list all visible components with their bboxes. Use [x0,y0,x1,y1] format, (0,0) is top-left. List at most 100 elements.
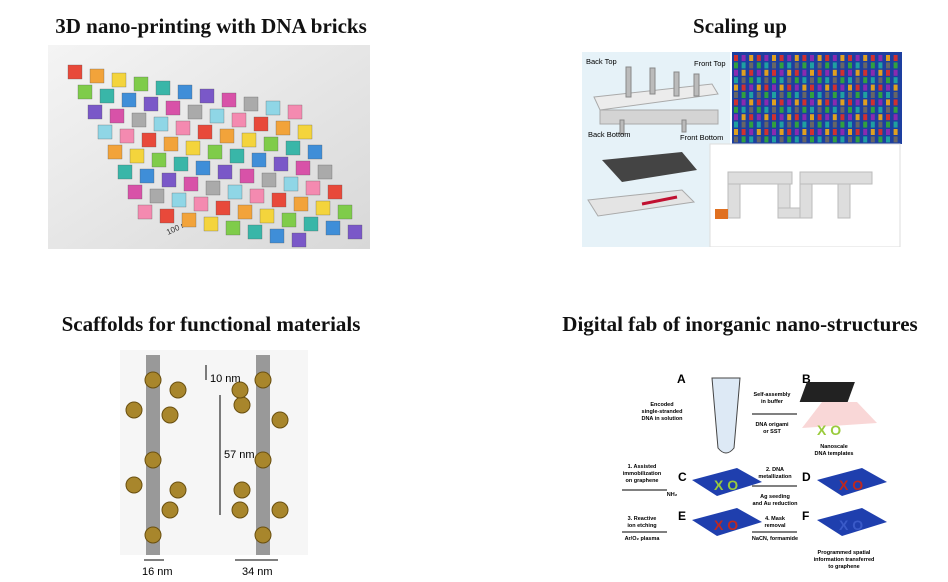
helix-segment [772,114,776,121]
helix-segment [840,129,845,135]
helix-segment [825,77,830,84]
graphene-substrate [692,508,762,536]
helix-segment [878,114,883,121]
label-back-top: Back Top [586,57,617,66]
helix-segment [855,106,860,113]
helix-segment [794,114,799,121]
dna-brick-shape [295,160,311,176]
helix-segment [764,99,769,106]
gold-nanoparticle [231,501,249,519]
helix-segment [741,55,746,61]
helix-segment [848,84,852,91]
label-E: E [678,509,686,523]
helix-segment [855,84,860,91]
text-step3: 3. Reactive [628,516,657,522]
helix-segment [764,77,769,84]
dna-brick-shape [251,152,267,168]
helix-segment [741,99,746,106]
gold-nanoparticle [144,451,162,469]
gold-nanoparticle [169,381,187,399]
dna-brick-shape [317,164,333,180]
helix-segment [848,62,852,69]
helix-segment [794,69,799,76]
dna-brick-shape [89,68,105,84]
helix-segment [787,55,792,61]
helix-segment [848,55,852,61]
helix-segment [756,106,761,113]
dna-brick-shape [263,136,279,152]
gold-nanoparticle [161,501,179,519]
helix-segment [878,84,883,91]
dna-brick-shape [141,132,157,148]
helix-segment [848,69,852,76]
helix-segment [749,55,754,61]
helix-segment [832,99,837,106]
dna-brick-shape [109,108,125,124]
text-step3b: Ar/O₂ plasma [625,536,661,542]
helix-segment [878,136,883,143]
dna-brick-shape [221,92,237,108]
helix-segment [749,114,754,121]
dna-brick-shape [111,72,127,88]
helix-segment [734,106,738,113]
helix-segment [802,136,807,143]
helix-segment [741,92,746,98]
helix-segment [734,129,738,135]
helix-segment [817,106,822,113]
helix-segment [848,136,852,143]
dna-brick-shape [197,124,213,140]
helix-segment [741,129,746,135]
helix-segment [749,84,754,91]
gold-nanoparticle [125,401,143,419]
helix-segment [832,84,837,91]
helix-segment [855,62,860,69]
helix-segment [832,121,837,128]
helix-segment [756,136,761,143]
dna-brick-shape [119,128,135,144]
text-programmed: to graphene [828,564,859,570]
helix-segment [787,114,792,121]
panel-title-dna-bricks: 3D nano-printing with DNA bricks [55,14,367,38]
helix-segment [749,77,754,84]
helix-segment [764,129,769,135]
dna-brick-shape [347,224,363,240]
helix-segment [886,55,890,61]
dna-brick-shape [225,220,241,236]
helix-segment [802,84,807,91]
helix-segment [870,77,875,84]
helix-segment [802,106,807,113]
dna-brick-shape [127,184,143,200]
svg-text:X O: X O [839,477,863,493]
dna-brick-shape [239,168,255,184]
helix-segment [802,114,807,121]
graphene-substrate [692,468,762,496]
helix-segment [886,84,890,91]
dna-brick-shape [243,96,259,112]
helix-segment [863,55,868,61]
helix-segment [794,55,799,61]
helix-segment [855,77,860,84]
helix-segment [817,69,822,76]
scaling-up-image: Back Top Front Top Back Bottom Front Bot… [582,52,902,247]
dna-brick-shape [187,104,203,120]
helix-segment [886,121,890,128]
helix-segment [825,99,830,106]
helix-segment [741,121,746,128]
helix-segment [794,121,799,128]
helix-segment [779,121,784,128]
helix-segment [779,106,784,113]
helix-segment [893,129,898,135]
dna-brick-shape [269,228,285,244]
helix-segment [863,121,868,128]
dna-brick-shape [143,96,159,112]
dna-brick-shape [199,88,215,104]
helix-segment [734,84,738,91]
gold-nanoparticle [144,371,162,389]
dna-brick-shape [231,112,247,128]
text-step3: ion etching [627,523,656,529]
helix-segment [741,69,746,76]
helix-segment [855,55,860,61]
helix-segment [779,92,784,98]
helix-segment [832,55,837,61]
helix-segment [741,114,746,121]
